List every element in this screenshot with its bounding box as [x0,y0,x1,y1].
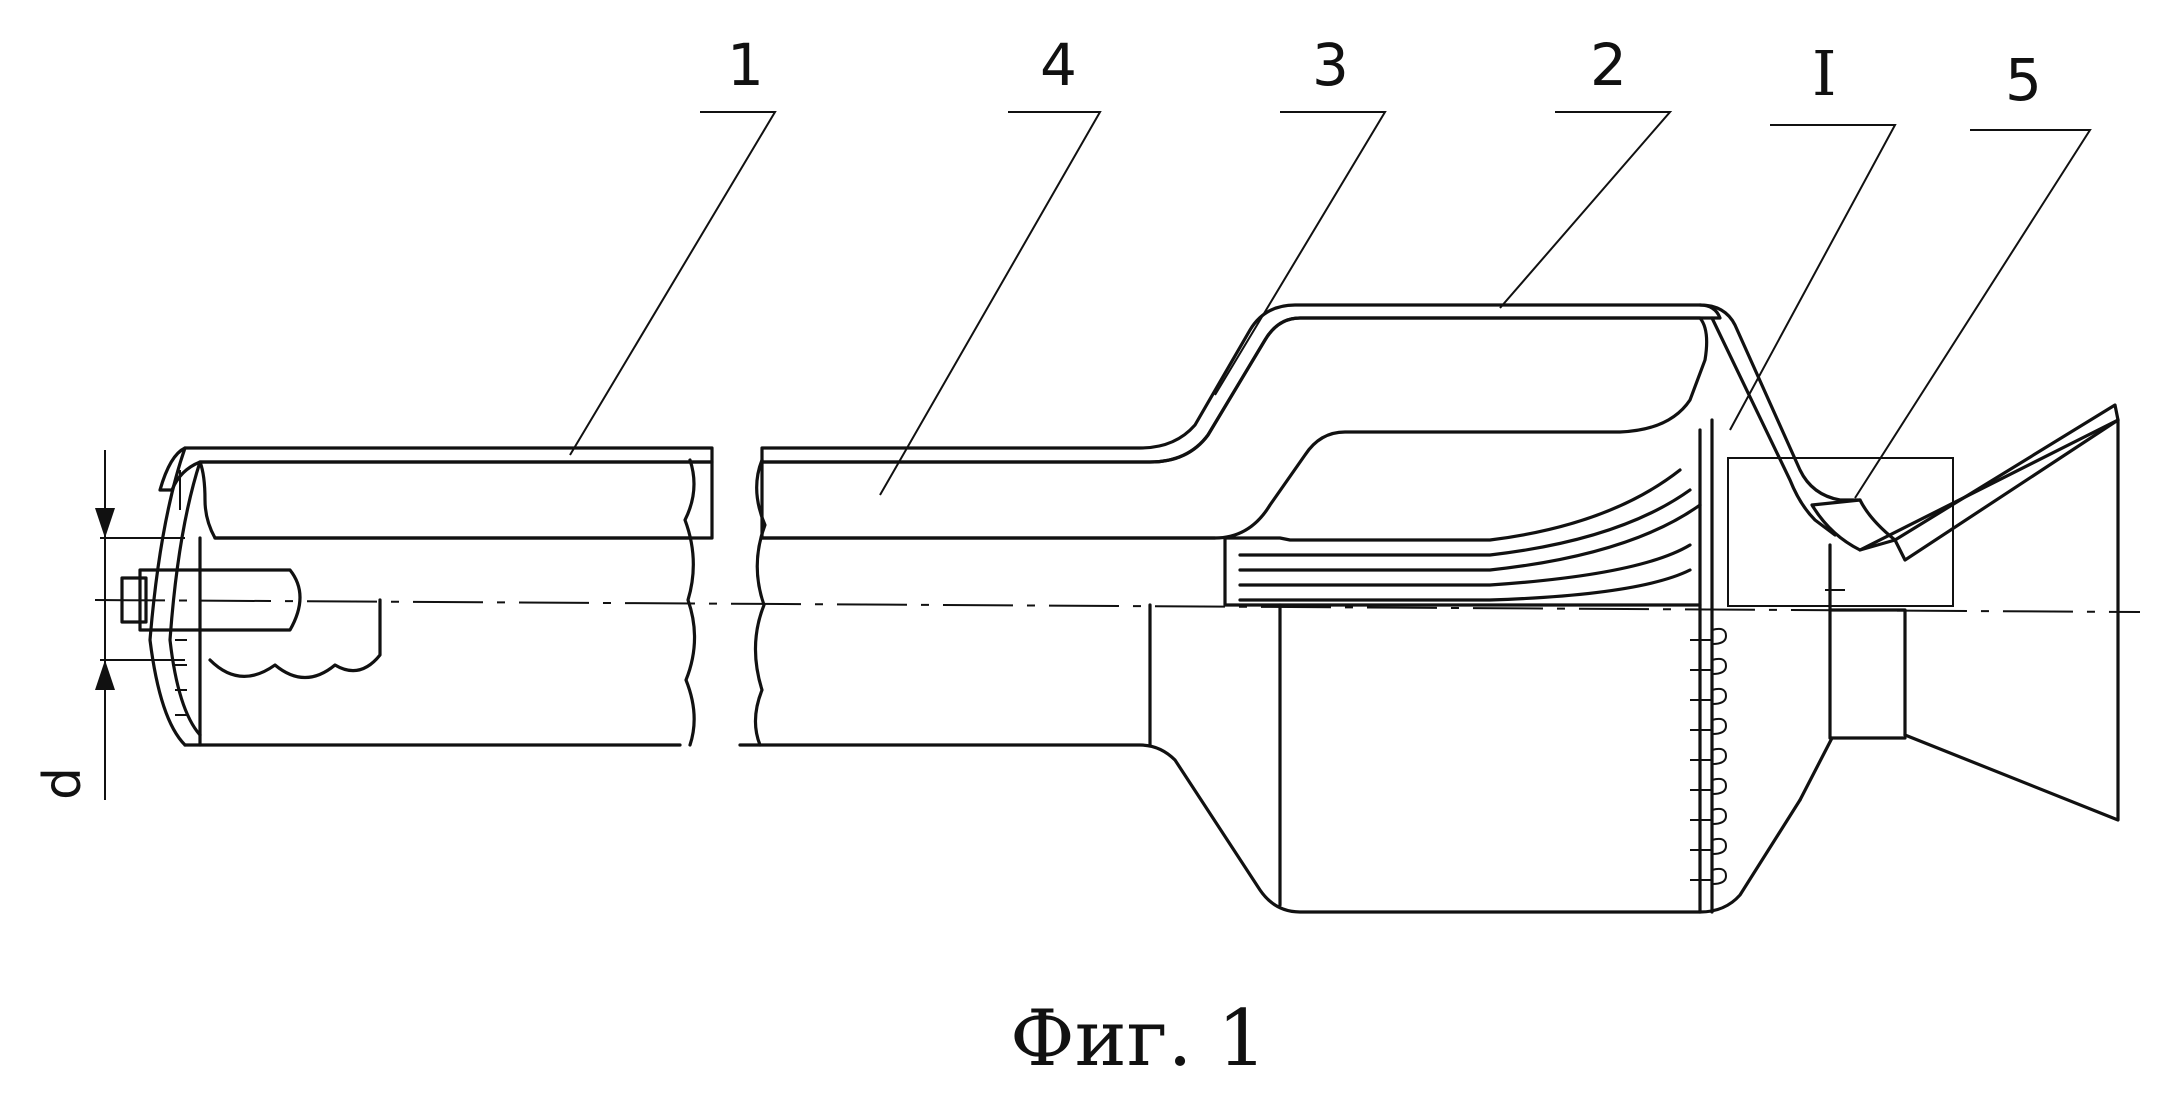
dimension-d: d [33,450,185,800]
callout-5: 5 [2005,46,2042,114]
dimension-d-label: d [33,767,93,800]
left-tube [122,448,712,745]
callout-4: 4 [1040,31,1077,99]
callout-3: 3 [1312,31,1349,99]
callout-2: 2 [1590,31,1627,99]
figure-caption: Фиг. 1 [1010,994,1267,1084]
callout-I: I [1812,37,1837,110]
coil-row [1690,629,1726,884]
callout-1: 1 [727,31,764,99]
